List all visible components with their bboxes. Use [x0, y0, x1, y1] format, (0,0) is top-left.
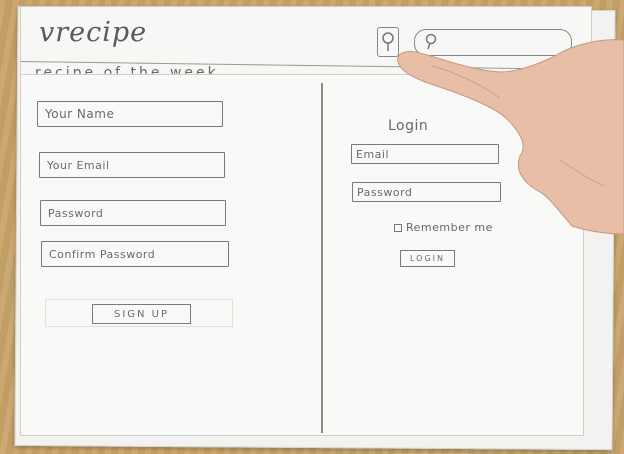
search-input[interactable] [414, 29, 572, 56]
signup-name-field[interactable]: Your Name [37, 101, 223, 127]
remember-me-label: Remember me [406, 221, 493, 234]
signup-button[interactable]: SIGN UP [92, 304, 191, 324]
remember-me-checkbox[interactable] [394, 223, 402, 232]
account-button[interactable] [377, 27, 399, 57]
login-password-field[interactable]: Password [352, 182, 501, 202]
remember-me-row[interactable]: Remember me [394, 221, 493, 234]
signup-confirm-password-field[interactable]: Confirm Password [41, 241, 229, 267]
signup-button-area [45, 299, 233, 327]
column-divider [321, 83, 323, 433]
signup-password-field[interactable]: Password [40, 200, 226, 226]
login-heading: Login [388, 118, 429, 134]
search-icon [425, 33, 437, 50]
login-email-field[interactable]: Email [351, 144, 499, 164]
main-sheet: Your Name Your Email Password Confirm Pa… [20, 74, 584, 436]
login-button[interactable]: LOGIN [400, 250, 455, 267]
logo: vrecipe [39, 17, 148, 48]
signup-email-field[interactable]: Your Email [39, 152, 225, 178]
recipe-of-week-heading: recipe of the week [35, 65, 219, 81]
user-icon [382, 32, 394, 51]
